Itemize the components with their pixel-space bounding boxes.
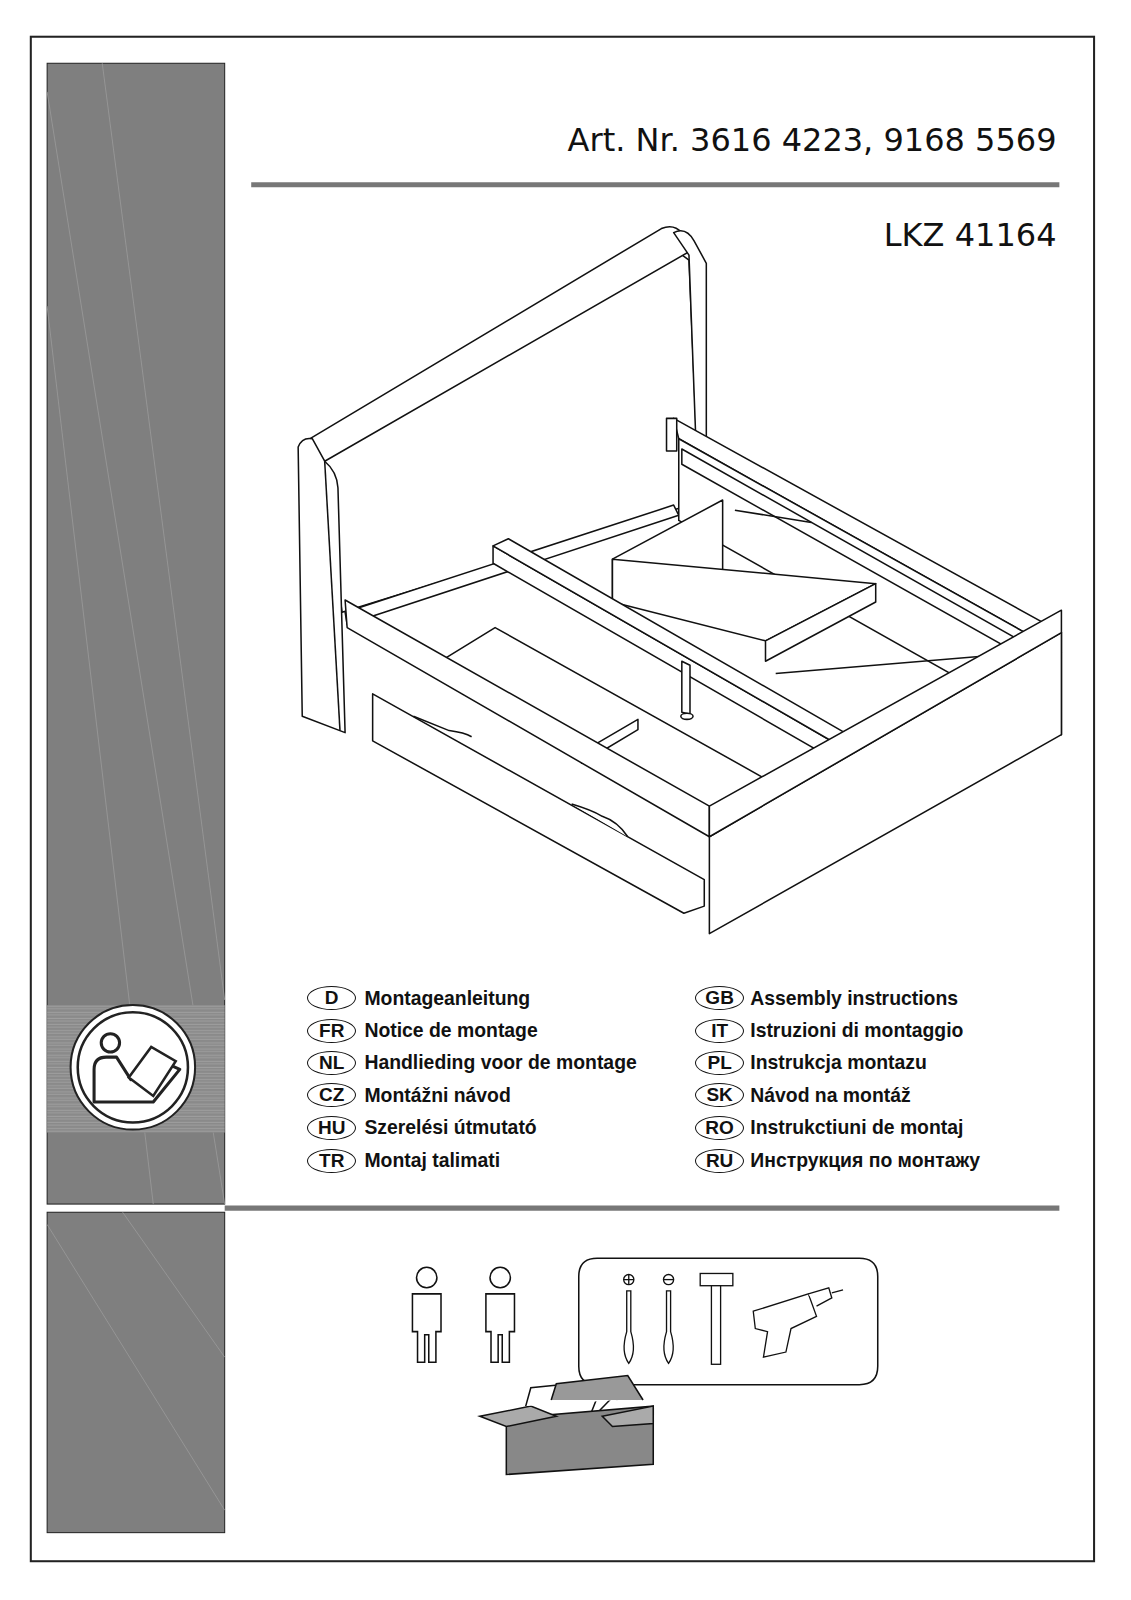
language-oval: GB [695,986,744,1010]
page-frame [31,37,1094,1561]
read-manual-icon [71,1005,195,1129]
wood-band [47,1005,225,1133]
language-code: IT [711,1020,728,1042]
language-title: Montaj talimati [364,1149,500,1172]
language-title: Návod na montáž [750,1084,910,1107]
language-title: Handlieding voor de montage [364,1051,636,1074]
language-code: SK [706,1084,732,1106]
language-oval: D [307,986,356,1010]
person-icon [412,1267,514,1362]
article-number: Art. Nr. 3616 4223, 9168 5569 [568,121,1057,159]
language-oval: HU [307,1116,356,1140]
rule [251,182,1059,187]
language-code: CZ [319,1084,344,1106]
language-title: Montážni návod [364,1084,510,1107]
language-oval: IT [695,1019,744,1043]
language-oval: CZ [307,1083,356,1107]
model-code: LKZ 41164 [884,216,1057,254]
language-title: Инструкция по монтажу [750,1149,980,1172]
language-oval: NL [307,1051,356,1075]
sidebar [47,63,225,1204]
bed-drawing [298,227,1061,934]
language-title: Montageanleitung [364,987,530,1010]
language-code: NL [319,1052,344,1074]
language-oval: TR [307,1149,356,1173]
language-oval: RU [695,1149,744,1173]
rule [225,1206,1060,1211]
toolbox [480,1376,653,1475]
language-oval: FR [307,1019,356,1043]
language-code: GB [705,987,734,1009]
language-code: RU [706,1150,733,1172]
sidebar-lines [47,63,225,1510]
language-oval: PL [695,1051,744,1075]
language-title: Instrukctiuni de montaj [750,1116,963,1139]
language-title: Assembly instructions [750,987,958,1010]
language-title: Instrukcja montazu [750,1051,927,1074]
language-code: RO [705,1117,734,1139]
language-title: Notice de montage [364,1019,537,1042]
sidebar [47,1212,225,1532]
language-oval: SK [695,1083,744,1107]
language-code: FR [319,1020,344,1042]
language-oval: RO [695,1116,744,1140]
language-code: HU [318,1117,345,1139]
language-title: Szerelési útmutató [364,1116,536,1139]
language-code: TR [319,1150,344,1172]
language-title: Istruzioni di montaggio [750,1019,963,1042]
language-code: PL [707,1052,731,1074]
language-code: D [325,987,339,1009]
